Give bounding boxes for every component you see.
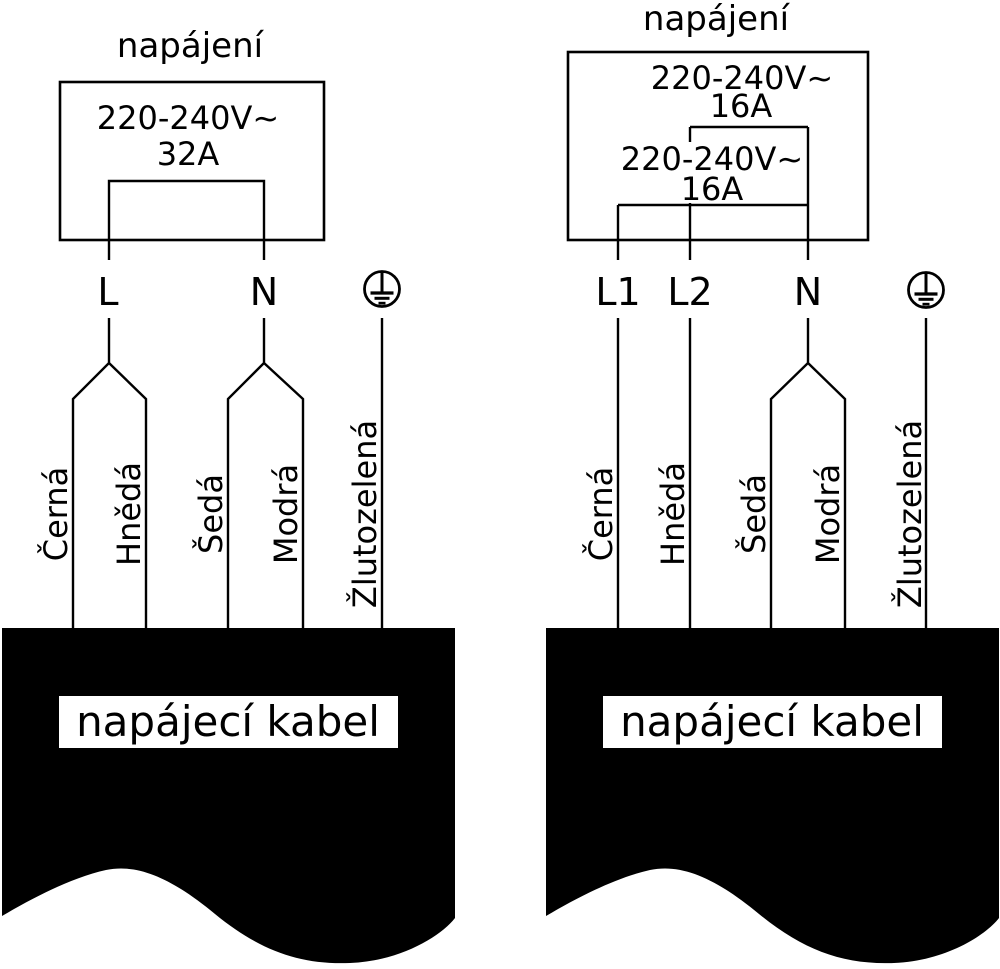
terminal-N-label: N <box>250 270 278 314</box>
right-circuit2-text-backdrop <box>628 142 796 203</box>
right-power-supply-title: napájení <box>643 0 791 39</box>
left-circuit-jumper-line <box>107 179 266 260</box>
left-N-wire-split <box>226 318 305 628</box>
protective-earth-icon <box>906 270 946 310</box>
left-cable-label-box <box>59 696 398 748</box>
wire-color-label-zlutozelena: Žlutozelená <box>891 420 929 608</box>
wire-color-label-cerna: Černá <box>581 467 620 562</box>
right-power-cable-shape <box>546 628 999 964</box>
wire-color-label-cerna: Černá <box>36 467 75 562</box>
left-diagram: napájení 220-240V~ 32A L N Černá Hnědá Š… <box>2 26 455 964</box>
right-supply-box <box>566 50 870 242</box>
terminal-L1-label: L1 <box>595 270 640 314</box>
left-power-supply-title: napájení <box>117 26 265 66</box>
terminal-N2-label: N <box>794 270 822 314</box>
protective-earth-icon <box>362 269 402 309</box>
left-power-cable-shape <box>2 628 455 964</box>
wire-color-label-seda: Šedá <box>191 474 230 554</box>
right-cable-label: napájecí kabel <box>620 697 924 746</box>
wire-color-label-modra: Modrá <box>809 464 847 564</box>
left-supply-box <box>58 80 326 242</box>
right-circuit1-current-rating: 16A <box>710 87 773 125</box>
wire-color-label-modra: Modrá <box>267 464 305 564</box>
right-cable-label-box <box>603 696 942 748</box>
left-L-wire-split <box>71 318 148 628</box>
terminal-L2-label: L2 <box>667 270 712 314</box>
wire-color-label-hneda: Hnědá <box>110 462 148 566</box>
right-circuit2-voltage-rating: 220-240V~ <box>621 140 803 178</box>
right-N-wire-split <box>769 318 847 628</box>
left-cable-label: napájecí kabel <box>76 697 380 746</box>
wire-color-label-seda: Šedá <box>734 474 773 554</box>
wire-color-label-hneda: Hnědá <box>654 462 692 566</box>
right-diagram: napájení 220-240V~ 16A 220-240V~ 16A L1 … <box>546 0 999 964</box>
left-current-rating: 32A <box>157 135 220 173</box>
right-circuit2-current-rating: 16A <box>681 170 744 208</box>
wire-color-label-zlutozelena: Žlutozelená <box>346 420 384 608</box>
left-voltage-rating: 220-240V~ <box>97 99 279 137</box>
right-circuit1-voltage-rating: 220-240V~ <box>651 59 833 97</box>
terminal-L-label: L <box>97 270 118 314</box>
